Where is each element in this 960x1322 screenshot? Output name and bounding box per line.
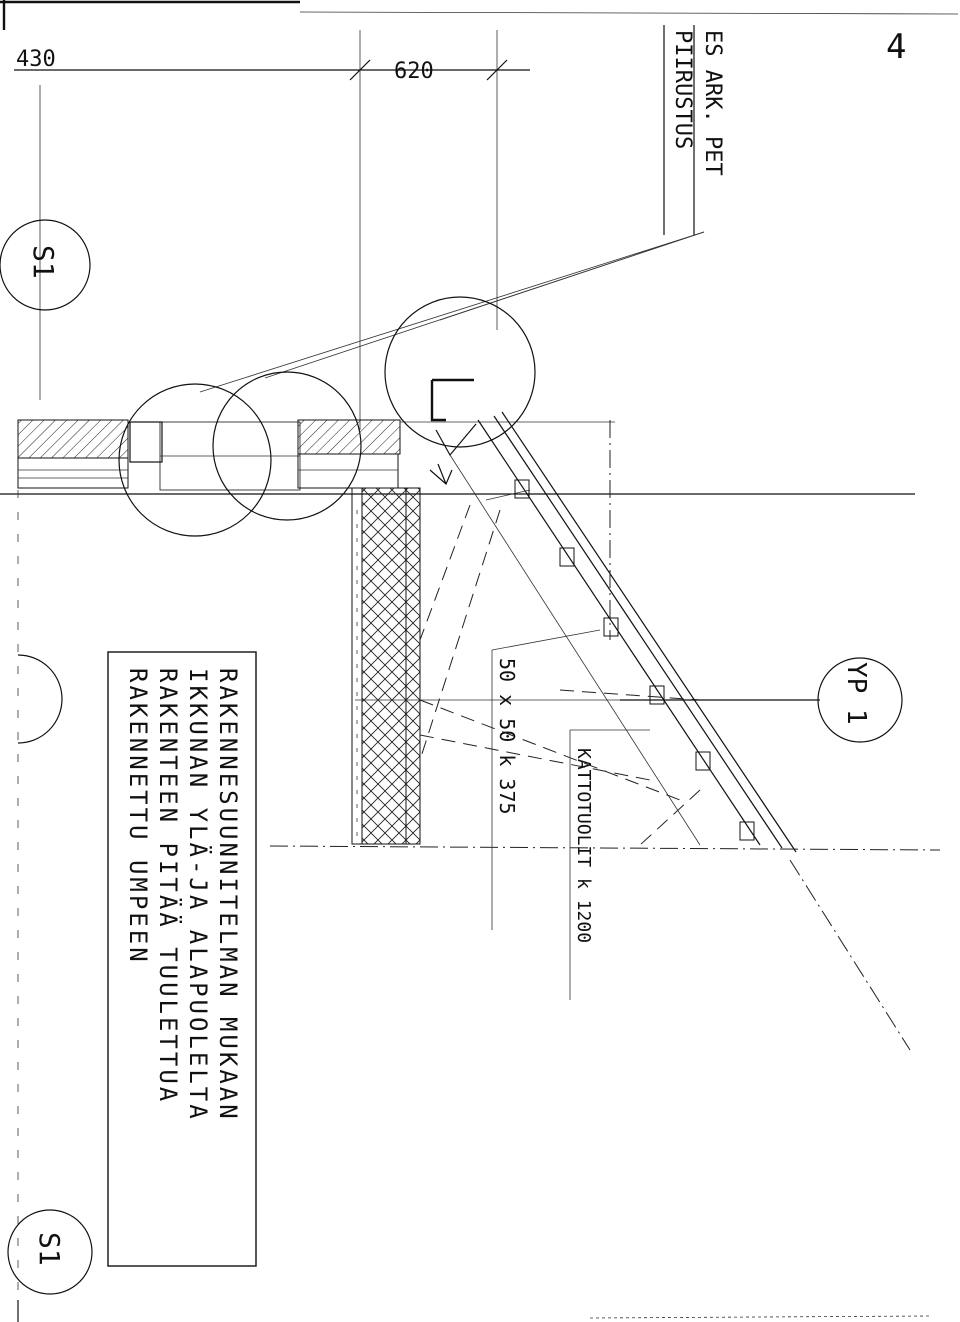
dimension-label-620: 620 — [394, 59, 434, 84]
section-marker-s1-bottom: S1 — [7, 1209, 93, 1322]
section-marker-s1-top: S1 — [0, 219, 91, 311]
section-marker-s1-top-label: S1 — [27, 245, 60, 279]
reference-note-line2: PIIRUSTUS — [670, 30, 695, 149]
main-note-line2: IKKUNAN YLÄ-JA ALAPUOLELTA — [184, 668, 213, 1122]
rafter-callout: KATTOTUOLIT k 1200 — [569, 729, 650, 1000]
dashed-projections — [269, 420, 941, 1051]
batten-label: 50 x 50 k 375 — [495, 658, 519, 815]
sheet-border — [0, 0, 959, 30]
insulated-wall — [351, 487, 421, 845]
section-marker-s1-bottom-label: S1 — [33, 1232, 66, 1266]
section-marker-yp1: YP 1 — [620, 657, 903, 743]
bottom-margin-line — [589, 1315, 931, 1319]
partial-circle — [17, 654, 63, 744]
dimension-label-430: 430 — [16, 47, 56, 72]
main-note-line4: RAKENNETTU UMPEEN — [124, 668, 152, 965]
reference-note: ES ARK. PET PIIRUSTUS — [663, 25, 725, 235]
reference-note-line1: ES ARK. PET — [700, 30, 725, 176]
main-note-line1: RAKENNESUUNNITELMAN MUKAAN — [214, 668, 242, 1122]
sloped-roof — [449, 411, 797, 853]
rafter-label: KATTOTUOLIT k 1200 — [573, 748, 594, 943]
dimension-line — [14, 30, 530, 430]
batten-callout: 50 x 50 k 375 — [491, 629, 601, 930]
main-note-line3: RAKENTEEN PITÄÄ TUULETTUA — [154, 668, 183, 1104]
main-note-box: RAKENNESUUNNITELMAN MUKAAN IKKUNAN YLÄ-J… — [107, 651, 257, 1267]
section-marker-yp1-label: YP 1 — [841, 662, 871, 725]
detail-circles — [118, 296, 536, 537]
page-number: 4 — [886, 27, 906, 67]
wall-layers — [0, 419, 915, 495]
leader-lines — [199, 231, 705, 393]
ridge-fitting — [429, 378, 477, 485]
